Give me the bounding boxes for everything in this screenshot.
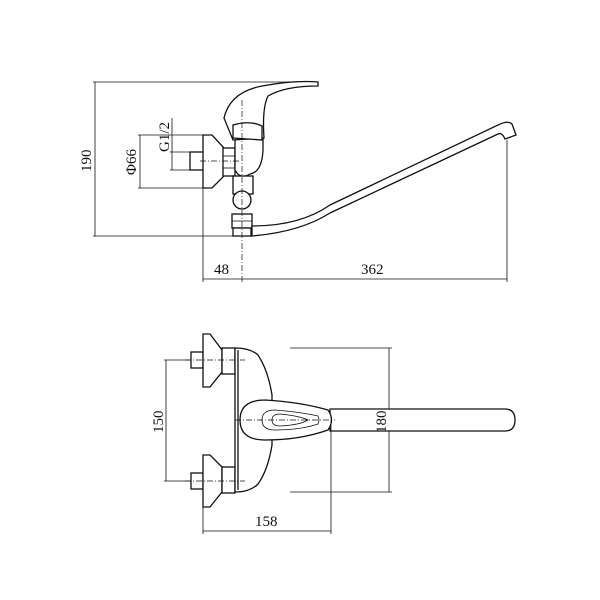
dim-158: 158	[255, 514, 278, 530]
top-view	[164, 333, 516, 534]
dim-150: 150	[151, 411, 167, 434]
dim-362: 362	[361, 262, 384, 278]
dim-190: 190	[79, 150, 95, 173]
dim-phi66: Φ66	[124, 149, 140, 175]
dim-g12: G1/2	[157, 122, 173, 152]
dim-180: 180	[374, 411, 390, 434]
dim-48: 48	[214, 262, 229, 278]
side-view	[93, 80, 517, 282]
